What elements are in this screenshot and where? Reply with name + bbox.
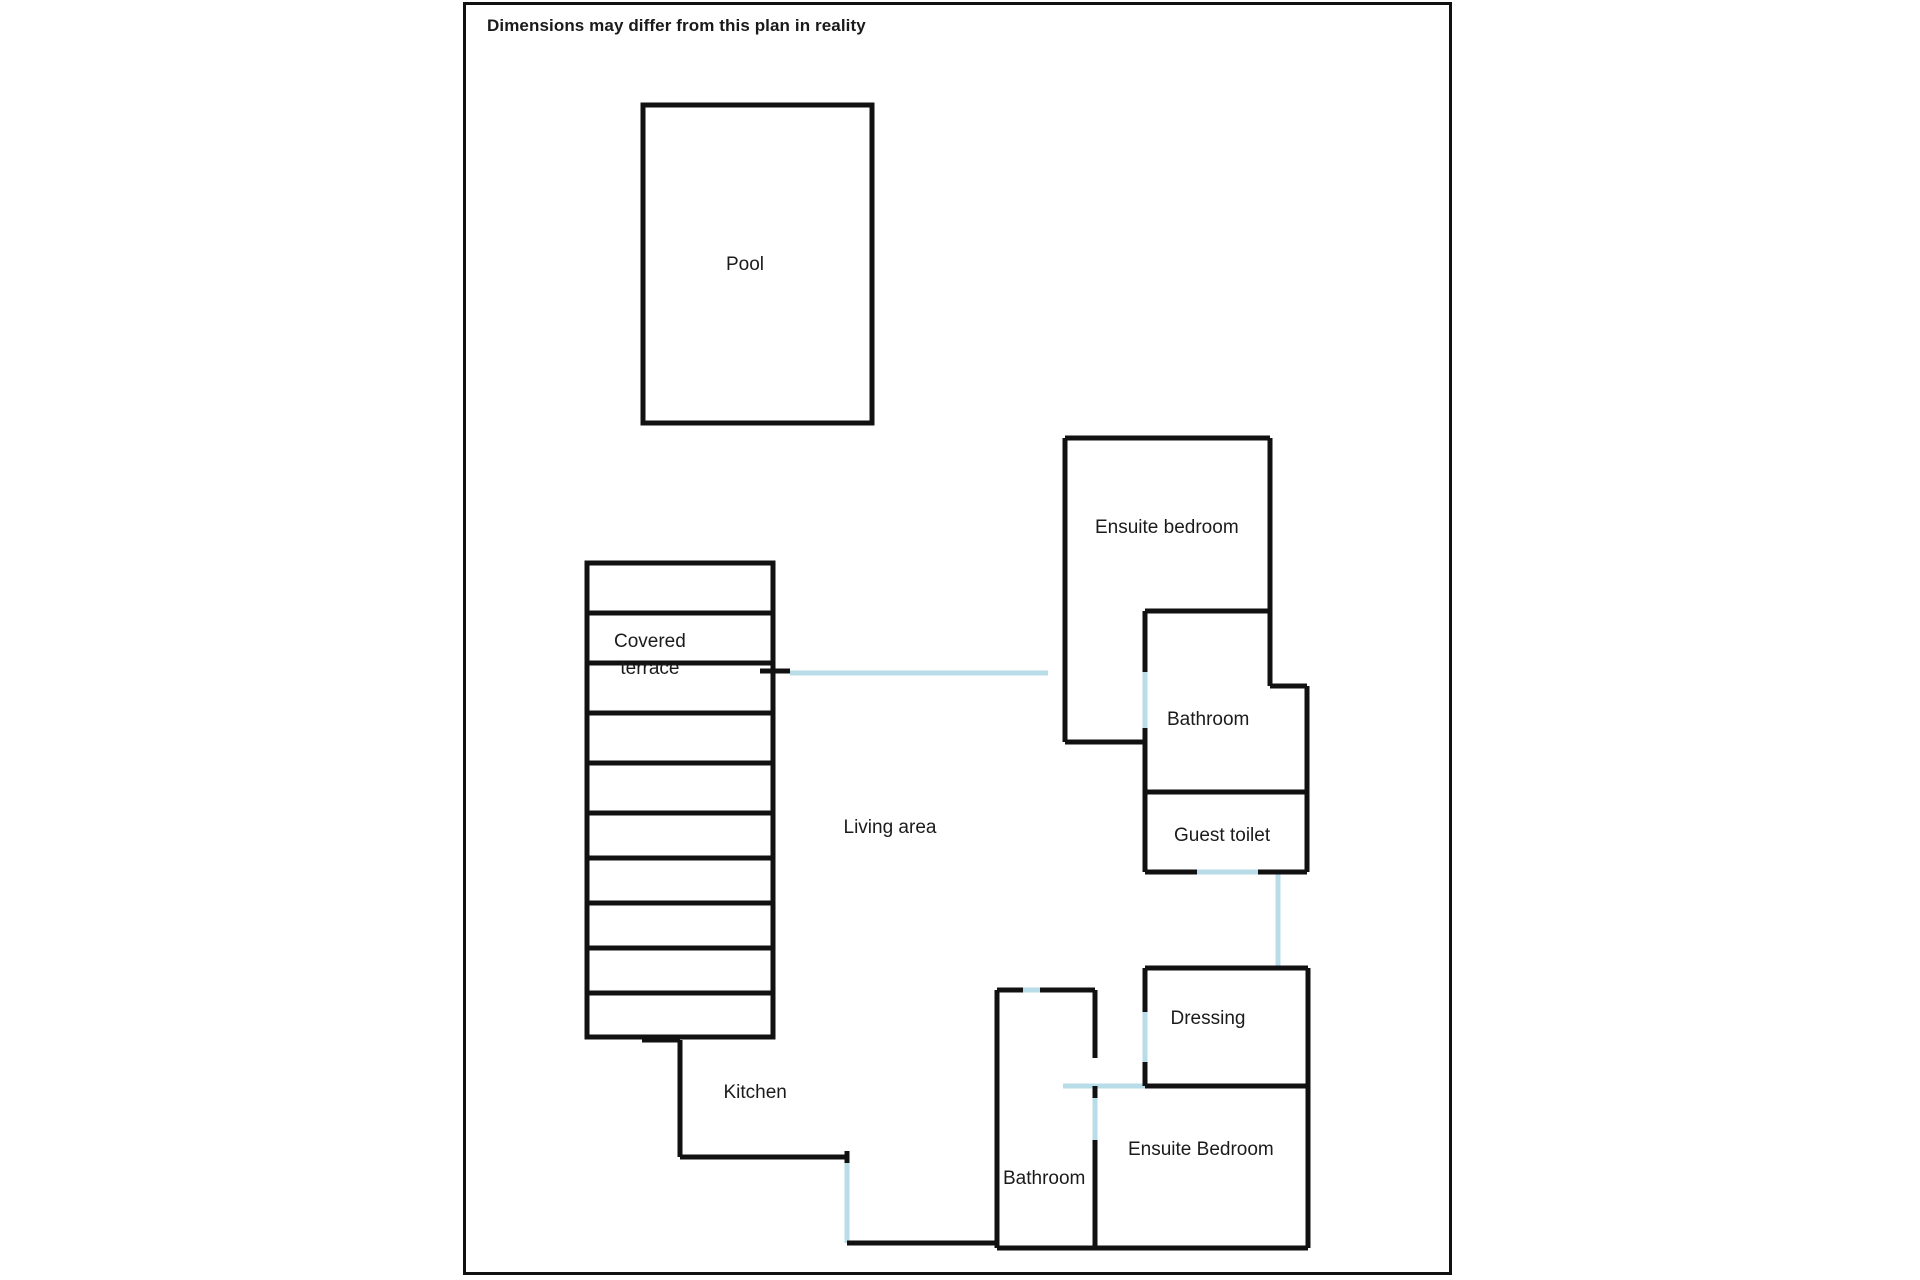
disclaimer-text: Dimensions may differ from this plan in … [487,16,866,35]
room-label-line: Pool [726,254,765,275]
room-label-line: Kitchen [723,1082,787,1103]
room-label-kitchen: Kitchen [724,1080,787,1106]
room-label-line: Ensuite Bedroom [1128,1139,1274,1160]
room-label-line: terrace [620,658,680,680]
plan-frame-border [463,2,1452,1275]
room-label-living-area: Living area [844,815,937,841]
room-label-line: Bathroom [1003,1168,1086,1189]
room-label-line: Dressing [1170,1008,1246,1029]
room-label-dressing: Dressing [1171,1006,1246,1032]
room-label-ensuite-bedroom-upper: Ensuite bedroom [1095,515,1239,541]
room-label-line: Ensuite bedroom [1095,517,1239,538]
room-label-bathroom-upper: Bathroom [1167,707,1249,733]
room-label-line: Covered [614,630,686,652]
room-label-ensuite-bedroom-lower: Ensuite Bedroom [1128,1137,1274,1163]
room-label-pool: Pool [726,252,764,278]
room-label-covered-terrace: Covered terrace [614,628,686,683]
room-label-line: Bathroom [1167,709,1250,730]
room-label-bathroom-lower: Bathroom [1003,1166,1085,1192]
room-label-guest-toilet: Guest toilet [1174,823,1270,849]
room-label-line: Guest toilet [1174,825,1271,846]
room-label-line: Living area [843,817,937,838]
